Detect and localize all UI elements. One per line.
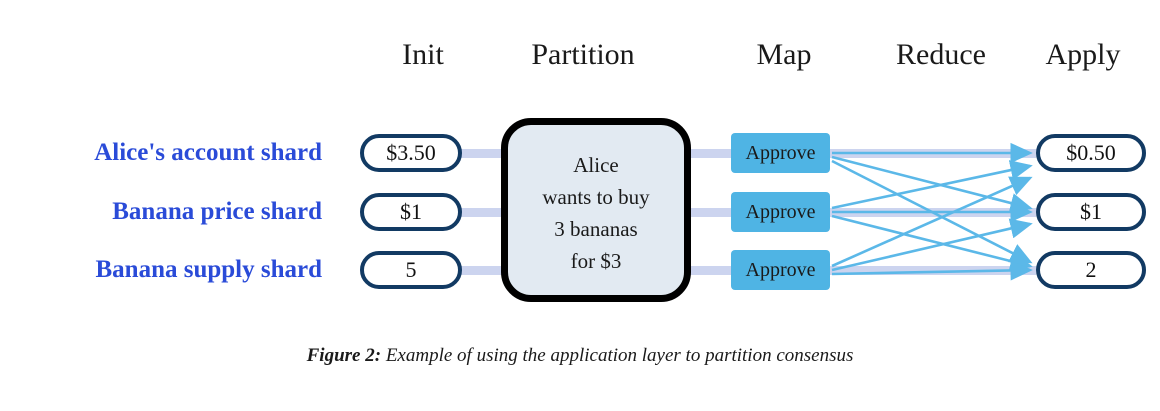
figure-caption: Figure 2: Example of using the applicati… (0, 345, 1160, 367)
partition-text-line-0: Alice (573, 153, 619, 177)
column-header-reduce: Reduce (896, 38, 986, 71)
connector-map-to-apply-row-2 (828, 266, 1036, 275)
partition-transaction-box: Alice wants to buy 3 bananas for $3 (501, 118, 691, 302)
init-value-pill-row-1: $1 (360, 193, 462, 231)
figure-caption-text: Example of using the application layer t… (381, 345, 854, 366)
connector-partition-to-map-row-2 (690, 266, 734, 275)
connector-partition-to-map-row-0 (690, 149, 734, 158)
column-header-init: Init (402, 38, 444, 71)
connector-map-to-apply-row-1 (828, 208, 1036, 217)
map-approve-box-row-1: Approve (731, 192, 830, 232)
partition-text-line-2: 3 bananas (554, 217, 638, 241)
map-approve-box-row-0: Approve (731, 133, 830, 173)
apply-value-pill-row-1: $1 (1036, 193, 1146, 231)
row-label-banana-price-shard: Banana price shard (112, 198, 322, 225)
map-approve-box-row-2: Approve (731, 250, 830, 290)
connector-init-to-partition-row-1 (458, 208, 506, 217)
row-label-alice-account-shard: Alice's account shard (94, 139, 322, 166)
column-header-partition: Partition (531, 38, 635, 71)
apply-value-pill-row-0: $0.50 (1036, 134, 1146, 172)
init-value-pill-row-0: $3.50 (360, 134, 462, 172)
init-value-pill-row-2: 5 (360, 251, 462, 289)
partition-text-line-1: wants to buy (542, 185, 650, 209)
column-header-apply: Apply (1045, 38, 1121, 71)
figure-caption-label: Figure 2: (306, 345, 382, 366)
column-header-map: Map (756, 38, 812, 71)
connector-partition-to-map-row-1 (690, 208, 734, 217)
connector-map-to-apply-row-0 (828, 149, 1036, 158)
apply-value-pill-row-2: 2 (1036, 251, 1146, 289)
row-label-banana-supply-shard: Banana supply shard (95, 256, 322, 283)
connector-init-to-partition-row-2 (458, 266, 506, 275)
partition-text-line-3: for $3 (570, 249, 622, 273)
connector-init-to-partition-row-0 (458, 149, 506, 158)
